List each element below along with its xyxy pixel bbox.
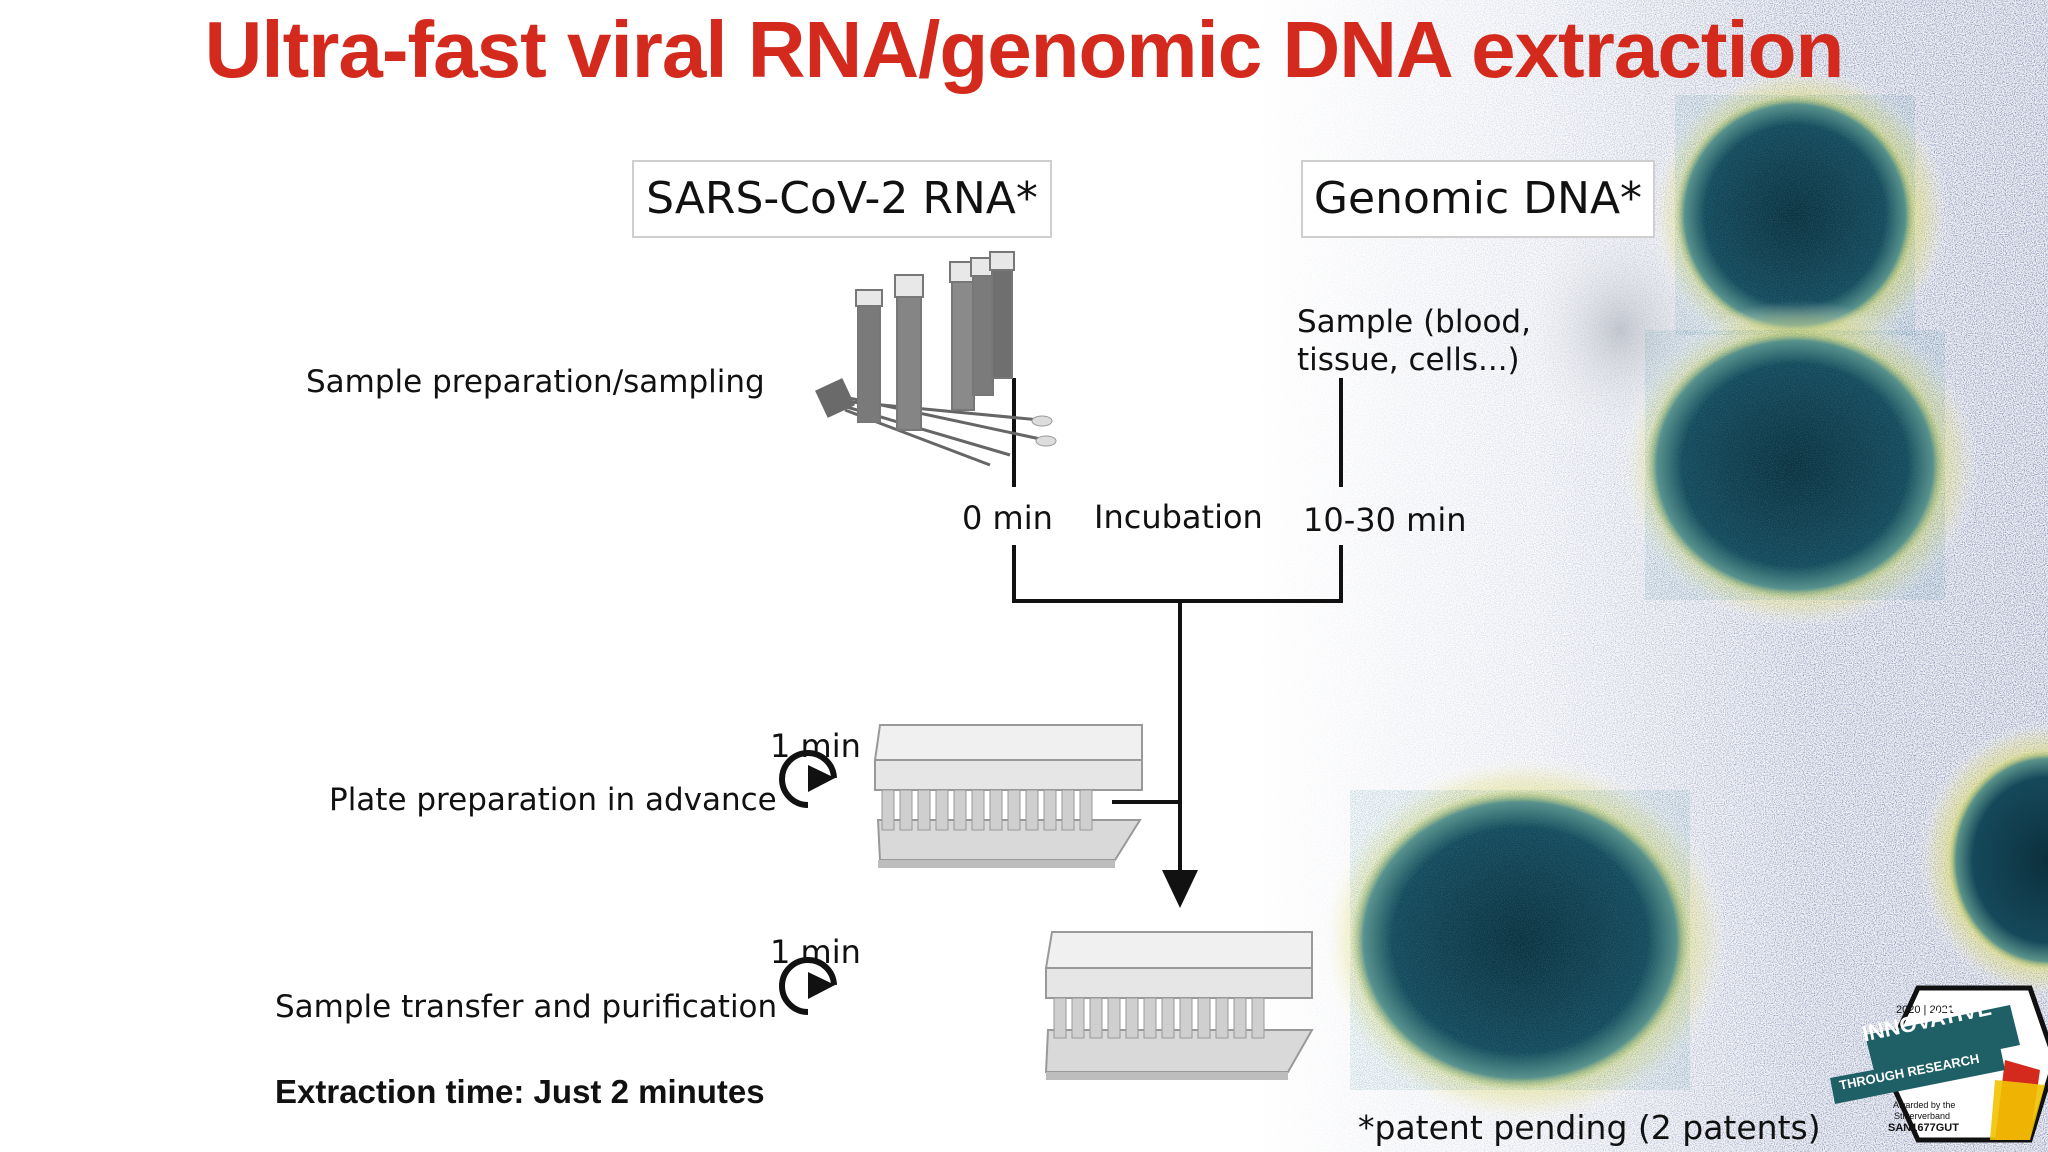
slide-title: Ultra-fast viral RNA/genomic DNA extract…	[204, 5, 1845, 94]
rna-header: SARS-CoV-2 RNA*	[632, 160, 1052, 238]
virus-particles	[1320, 65, 2048, 1125]
extraction-time-summary: Extraction time: Just 2 minutes	[275, 1073, 765, 1110]
incubation-label: Incubation	[1094, 498, 1263, 536]
dna-header: Genomic DNA*	[1301, 160, 1655, 238]
badge-code: SAN1677GUT	[1888, 1122, 1959, 1134]
badge-awarded-line2: Stifterverband	[1894, 1111, 1951, 1121]
sample-preparation-label: Sample preparation/sampling	[306, 364, 765, 400]
badge-awarded-line1: Awarded by the	[1893, 1100, 1956, 1110]
plate-time-label: 1 min	[770, 727, 861, 765]
dna-time-label: 10-30 min	[1303, 501, 1467, 539]
award-badge	[1830, 985, 2048, 1143]
dna-sample-line1: Sample (blood,	[1297, 304, 1531, 340]
patent-footnote: *patent pending (2 patents)	[1358, 1108, 1821, 1147]
cycle-icon	[779, 957, 837, 1015]
transfer-time-label: 1 min	[770, 933, 861, 971]
sample-transfer-illustration	[1044, 931, 1314, 1080]
dna-sample-line2: tissue, cells...)	[1297, 342, 1520, 378]
flow-arrowhead	[1162, 870, 1198, 908]
sample-tubes-illustration	[815, 251, 1057, 467]
plate-preparation-label: Plate preparation in advance	[329, 782, 777, 818]
cycle-icon	[779, 750, 837, 808]
badge-year: 2020 | 2021	[1896, 1004, 1954, 1016]
rna-time-label: 0 min	[962, 499, 1053, 537]
sample-transfer-label: Sample transfer and purification	[275, 989, 778, 1025]
plate-preparation-illustration	[873, 724, 1143, 868]
